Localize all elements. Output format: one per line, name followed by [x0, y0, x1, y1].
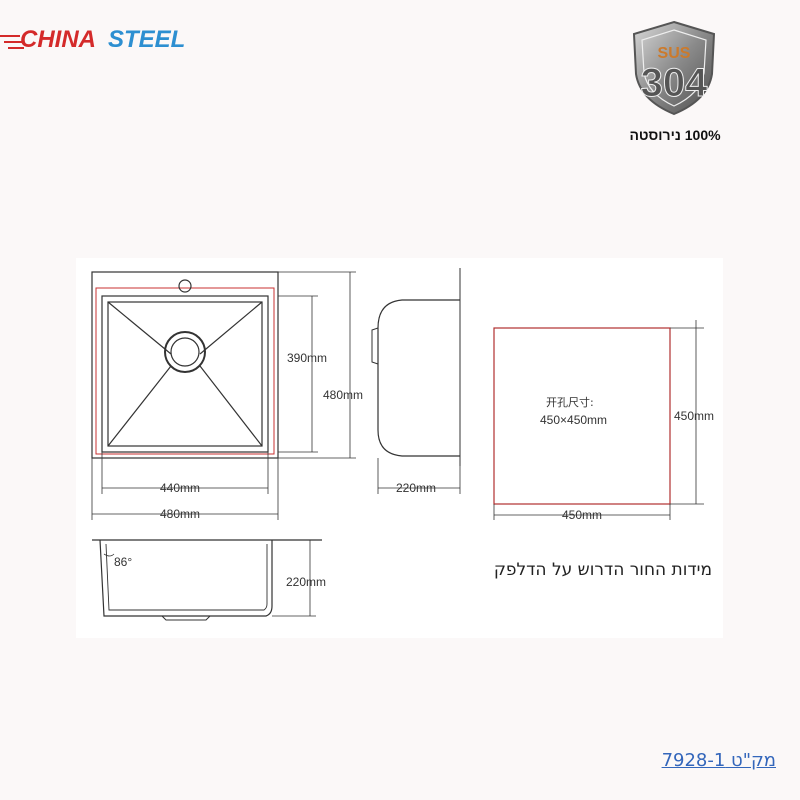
top-view-inner-basin — [101, 295, 269, 453]
front-view — [92, 539, 322, 621]
badge-caption: 100% נירוסטה — [629, 127, 721, 143]
badge-sus-text: SUS — [658, 45, 691, 62]
cutout-label-size: 450×450mm — [540, 413, 607, 427]
cutout-note: מידות החור הדרוש על הדלפק — [493, 560, 712, 580]
sus-304-shield-icon: SUS 304 — [632, 20, 716, 116]
dim-side-depth: 220mm — [396, 481, 436, 495]
cutout-view — [493, 320, 704, 520]
technical-drawing-panel: 390mm 480mm 440mm 480mm 220mm 开孔尺寸: 450×… — [76, 258, 723, 638]
brand-word-steel: STEEL — [108, 26, 185, 53]
drain-outer — [164, 331, 206, 373]
sink-dimension-diagram: 390mm 480mm 440mm 480mm 220mm 开孔尺寸: 450×… — [91, 268, 714, 621]
dim-cutout-height: 450mm — [674, 409, 714, 423]
dim-outer-height: 480mm — [323, 388, 363, 402]
dim-front-depth: 220mm — [286, 575, 326, 589]
top-view — [91, 271, 356, 520]
cutout-label-cn: 开孔尺寸: — [546, 395, 594, 409]
dim-inner-width: 440mm — [160, 481, 200, 495]
top-view-basin-bottom — [107, 301, 263, 447]
drain-inner — [170, 337, 200, 367]
front-angle-label: 86° — [114, 555, 132, 569]
top-view-outer-rim — [91, 271, 279, 459]
china-steel-logo: CHINA STEEL — [0, 26, 185, 53]
top-view-red-outline — [95, 287, 275, 455]
dim-outer-width: 480mm — [160, 507, 200, 521]
brand-word-china: CHINA — [20, 26, 96, 53]
dim-inner-height: 390mm — [287, 351, 327, 365]
sku-link[interactable]: מק"ט 7928-1 — [661, 750, 776, 771]
badge-304-text: 304 — [641, 61, 708, 105]
cutout-outline — [493, 327, 671, 505]
dim-cutout-width: 450mm — [562, 508, 602, 522]
tap-hole — [178, 279, 192, 293]
side-view — [371, 268, 461, 494]
